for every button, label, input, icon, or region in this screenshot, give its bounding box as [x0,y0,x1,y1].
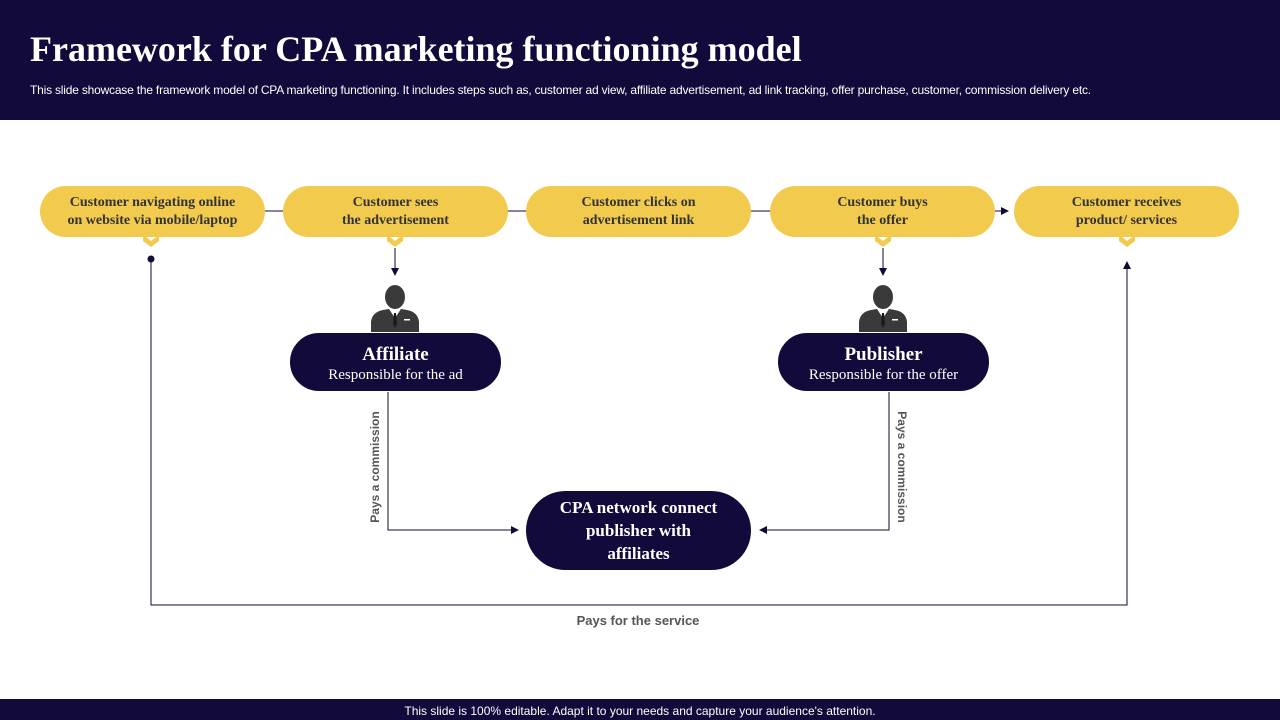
affiliate-box: Affiliate Responsible for the ad [289,332,502,392]
step-chevrons [143,236,1135,247]
businessman-icon [371,285,419,334]
affiliate-description: Responsible for the ad [328,367,463,383]
step-customer-sees-ad: Customer sees the advertisement [283,186,508,237]
page-title: Framework for CPA marketing functioning … [30,29,802,69]
publisher-commission-path [759,392,890,534]
step-customer-buys-offer: Customer buys the offer [770,186,995,237]
service-payment-path [150,259,1131,606]
cpa-network-box: CPA network connect publisher with affil… [526,491,751,570]
affiliate-name: Affiliate [362,344,429,365]
cpa-network-label: CPA network connect publisher with affil… [559,498,718,563]
publisher-name: Publisher [844,344,923,365]
footer-text: This slide is 100% editable. Adapt it to… [404,704,876,718]
publisher-commission-label: Pays a commission [895,410,909,523]
page-subtitle: This slide showcase the framework model … [30,83,1091,97]
affiliate-commission-label: Pays a commission [368,410,382,523]
header-bar: Framework for CPA marketing functioning … [0,0,1280,120]
businessman-icon [859,285,907,334]
footer-bar: This slide is 100% editable. Adapt it to… [0,699,1280,720]
service-payment-label: Pays for the service [576,613,700,628]
step-customer-receives: Customer receives product/ services [1014,186,1239,237]
affiliate-commission-path [387,392,519,534]
step-customer-clicks-link: Customer clicks on advertisement link [526,186,751,237]
publisher-box: Publisher Responsible for the offer [777,332,990,392]
publisher-description: Responsible for the offer [808,367,959,383]
step-customer-navigating: Customer navigating online on website vi… [40,186,265,237]
